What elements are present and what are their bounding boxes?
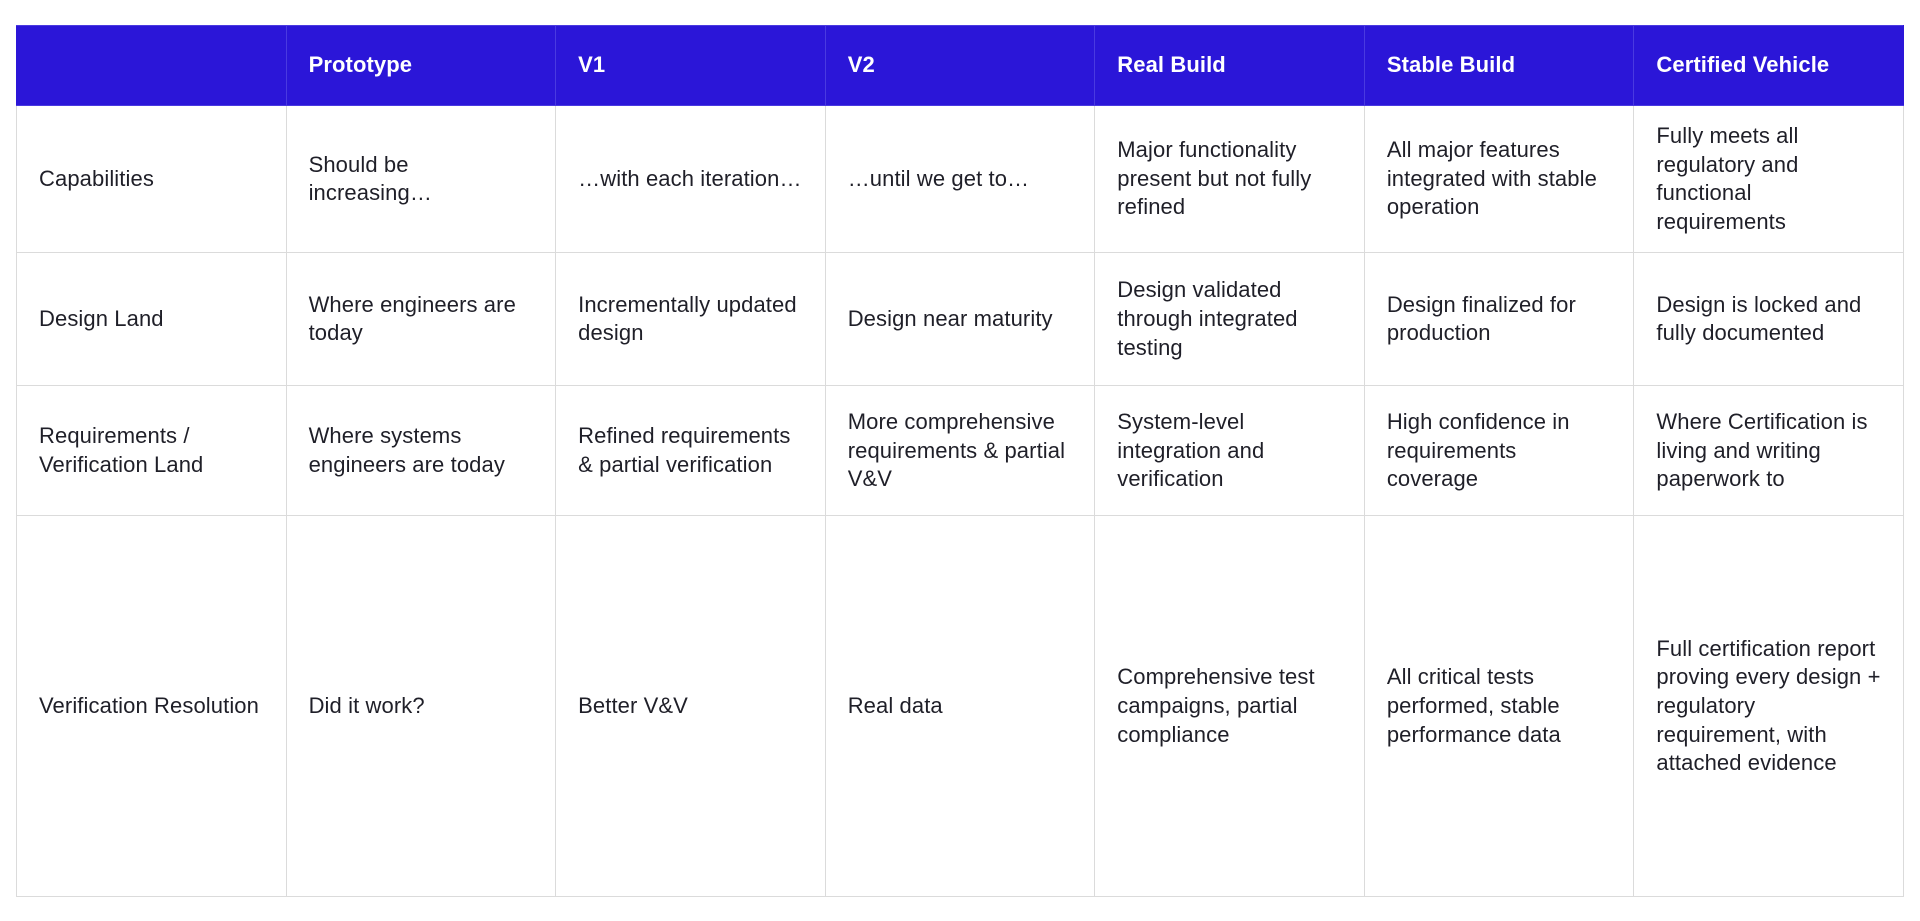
table-cell: All critical tests performed, stable per… bbox=[1363, 515, 1635, 898]
table-cell: Where Certification is living and writin… bbox=[1633, 385, 1904, 517]
table-row-capabilities: Capabilities Should be increasing… …with… bbox=[16, 104, 1904, 254]
table-row-verification-resolution: Verification Resolution Did it work? Bet… bbox=[16, 515, 1904, 898]
table-cell: Real data bbox=[824, 515, 1096, 898]
table-cell: Full certification report proving every … bbox=[1633, 515, 1904, 898]
table-cell: Fully meets all regulatory and functiona… bbox=[1633, 104, 1904, 254]
table-cell: …with each iteration… bbox=[555, 104, 826, 254]
table-header: Prototype V1 V2 Real Build Stable Build … bbox=[16, 25, 1904, 106]
table-cell: Better V&V bbox=[555, 515, 826, 898]
row-label-requirements-verification-land: Requirements / Verification Land bbox=[16, 385, 287, 517]
table-body: Capabilities Should be increasing… …with… bbox=[16, 104, 1904, 898]
column-header-stable-build: Stable Build bbox=[1363, 25, 1635, 106]
table-cell: Design is locked and fully documented bbox=[1633, 252, 1904, 387]
row-label-verification-resolution: Verification Resolution bbox=[16, 515, 287, 898]
table-cell: More comprehensive requirements & partia… bbox=[824, 385, 1096, 517]
table-cell: Comprehensive test campaigns, partial co… bbox=[1094, 515, 1365, 898]
maturity-table: Prototype V1 V2 Real Build Stable Build … bbox=[16, 25, 1904, 898]
table-cell: High confidence in requirements coverage bbox=[1363, 385, 1635, 517]
table-cell: Where engineers are today bbox=[285, 252, 557, 387]
table-cell: System-level integration and verificatio… bbox=[1094, 385, 1365, 517]
header-row: Prototype V1 V2 Real Build Stable Build … bbox=[16, 25, 1904, 106]
table-cell: Did it work? bbox=[285, 515, 557, 898]
table-cell: Where systems engineers are today bbox=[285, 385, 557, 517]
table-cell: All major features integrated with stabl… bbox=[1363, 104, 1635, 254]
table-cell: Major functionality present but not full… bbox=[1094, 104, 1365, 254]
table-row-requirements-verification-land: Requirements / Verification Land Where s… bbox=[16, 385, 1904, 517]
row-label-capabilities: Capabilities bbox=[16, 104, 287, 254]
row-label-design-land: Design Land bbox=[16, 252, 287, 387]
column-header-prototype: Prototype bbox=[285, 25, 557, 106]
column-header-real-build: Real Build bbox=[1094, 25, 1365, 106]
column-header-v1: V1 bbox=[555, 25, 826, 106]
table-cell: Design near maturity bbox=[824, 252, 1096, 387]
table-row-design-land: Design Land Where engineers are today In… bbox=[16, 252, 1904, 387]
table-cell: Incrementally updated design bbox=[555, 252, 826, 387]
column-header-v2: V2 bbox=[824, 25, 1096, 106]
table-cell: Refined requirements & partial verificat… bbox=[555, 385, 826, 517]
table-cell: …until we get to… bbox=[824, 104, 1096, 254]
table-cell: Design finalized for production bbox=[1363, 252, 1635, 387]
table-cell: Design validated through integrated test… bbox=[1094, 252, 1365, 387]
column-header-certified-vehicle: Certified Vehicle bbox=[1633, 25, 1904, 106]
table-cell: Should be increasing… bbox=[285, 104, 557, 254]
column-header-blank bbox=[16, 25, 287, 106]
